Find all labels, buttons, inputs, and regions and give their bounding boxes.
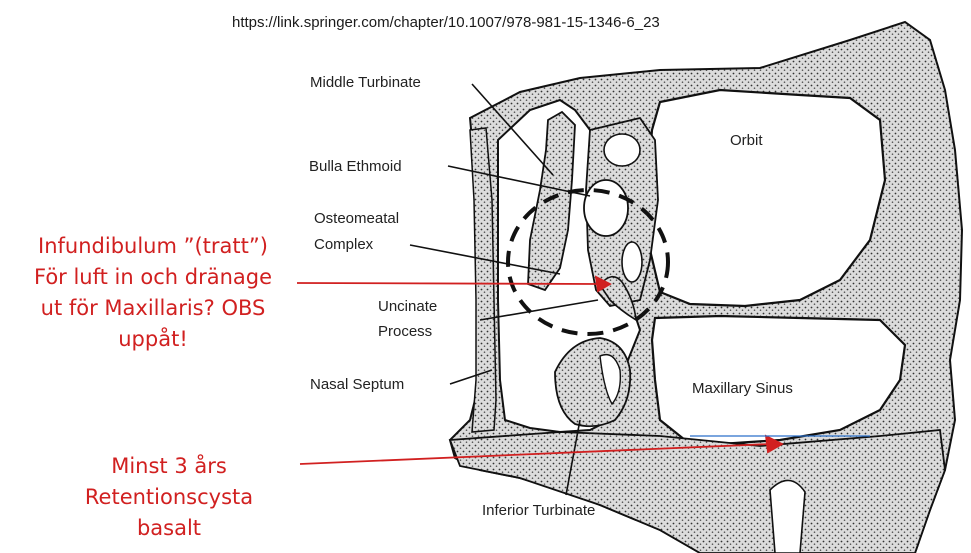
label-uncinate-line2: Process	[378, 323, 432, 340]
bulla-ethmoid-cell	[584, 180, 628, 236]
label-maxillary-sinus: Maxillary Sinus	[692, 380, 793, 397]
ethmoid-upper-cell	[604, 134, 640, 166]
label-nasal-septum: Nasal Septum	[310, 376, 404, 393]
label-middle-turbinate: Middle Turbinate	[310, 74, 421, 91]
infundibulum-line3: ut för Maxillaris? OBS	[8, 293, 298, 324]
retention-line2: Retentionscysta	[62, 482, 276, 513]
infundibulum-line2: För luft in och dränage	[8, 262, 298, 293]
retention-cyst-annotation: Minst 3 års Retentionscysta basalt	[62, 451, 276, 544]
infundibulum-line4: uppåt!	[8, 324, 298, 355]
label-inferior-turbinate: Inferior Turbinate	[482, 502, 595, 519]
arrow-infundibulum-line	[297, 283, 598, 284]
infundibulum-annotation: Infundibulum ”(tratt”) För luft in och d…	[8, 231, 298, 355]
label-osteomeatal-line2: Complex	[314, 236, 373, 253]
palate-bone	[450, 430, 945, 553]
infundibulum-line1: Infundibulum ”(tratt”)	[8, 231, 298, 262]
label-uncinate-line1: Uncinate	[378, 298, 437, 315]
ethmoid-small-cell	[622, 242, 642, 282]
label-orbit: Orbit	[730, 132, 763, 149]
retention-line3: basalt	[62, 513, 276, 544]
tooth-root	[770, 480, 805, 553]
label-osteomeatal-line1: Osteomeatal	[314, 210, 399, 227]
retention-line1: Minst 3 års	[62, 451, 276, 482]
label-bulla-ethmoid: Bulla Ethmoid	[309, 158, 402, 175]
